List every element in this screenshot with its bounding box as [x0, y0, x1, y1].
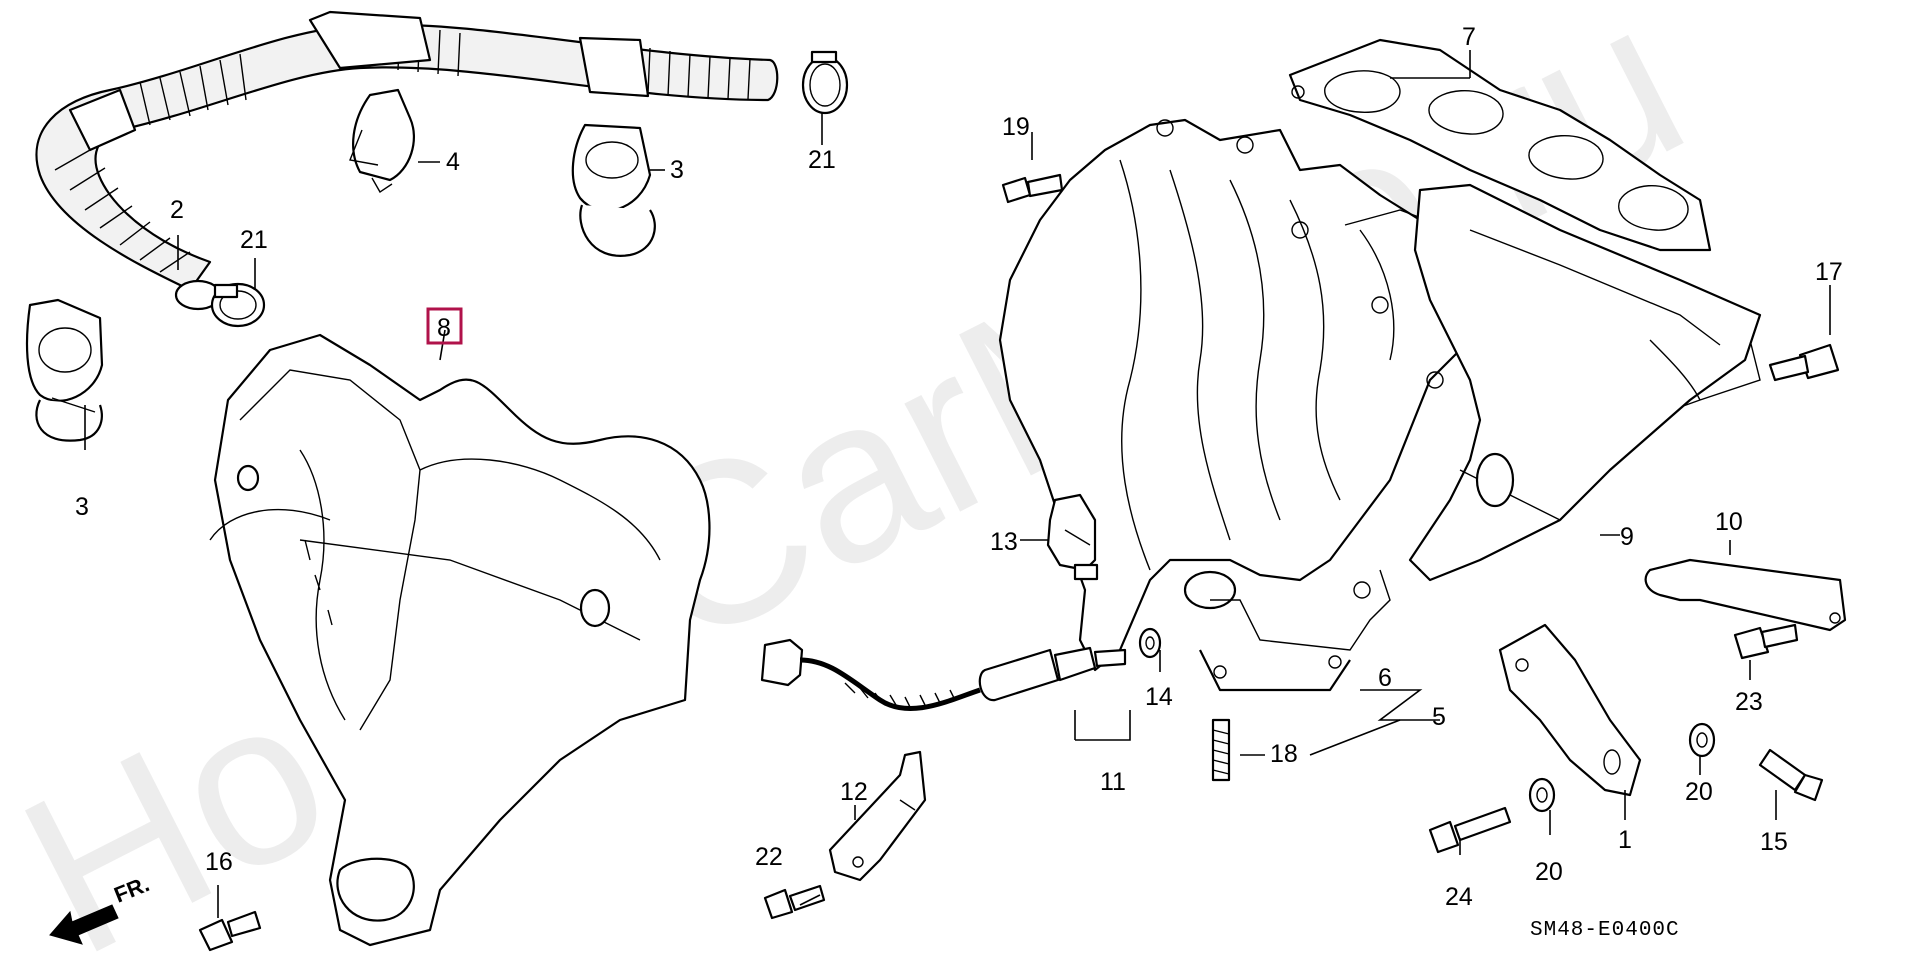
callout-3-upper[interactable]: 3	[670, 156, 684, 184]
hose-clamp-21-lower[interactable]	[210, 282, 266, 328]
oxygen-sensor[interactable]	[760, 638, 1127, 711]
callout-17[interactable]: 17	[1815, 258, 1843, 286]
callout-8[interactable]: 8	[437, 314, 451, 342]
leader-lines	[84, 50, 1831, 918]
bolt-16[interactable]	[198, 910, 262, 952]
callout-20-right[interactable]: 20	[1685, 778, 1713, 806]
callouts: 7 8 2 21 4 3 21 3 19 17 9 10 13 14 11 18…	[75, 23, 1843, 911]
bolt-22[interactable]	[763, 884, 826, 920]
callout-20-left[interactable]: 20	[1535, 858, 1563, 886]
washer-20-right[interactable]	[1688, 722, 1716, 758]
bolt-23[interactable]	[1733, 623, 1799, 660]
hose-clip-3-left[interactable]	[25, 298, 104, 442]
gasket-washer-14[interactable]	[1138, 627, 1162, 659]
bracket-13[interactable]	[1046, 493, 1099, 581]
callout-15[interactable]: 15	[1760, 828, 1788, 856]
hose-clip-4[interactable]	[349, 88, 415, 193]
exhaust-manifold-heat-shield[interactable]	[209, 333, 711, 947]
callout-3-left[interactable]: 3	[75, 493, 89, 521]
upper-heat-shield-9[interactable]	[1408, 183, 1762, 582]
callout-12[interactable]: 12	[840, 778, 868, 806]
callout-21-upper[interactable]: 21	[808, 146, 836, 174]
callout-2[interactable]: 2	[170, 196, 184, 224]
callout-8-highlight	[426, 307, 463, 345]
callout-24[interactable]: 24	[1445, 883, 1473, 911]
breather-hose[interactable]	[35, 10, 779, 311]
callout-10[interactable]: 10	[1715, 508, 1743, 536]
exhaust-manifold[interactable]	[998, 118, 1761, 692]
hose-clamp-21-upper[interactable]	[801, 50, 849, 115]
front-arrow-icon	[49, 904, 119, 945]
callout-6[interactable]: 6	[1378, 664, 1392, 692]
bolt-19[interactable]	[1001, 173, 1064, 204]
callout-4[interactable]: 4	[446, 148, 460, 176]
bracket-10[interactable]	[1644, 558, 1847, 632]
washer-20-left[interactable]	[1528, 777, 1556, 813]
callout-13[interactable]: 13	[990, 528, 1018, 556]
exhaust-manifold-gasket[interactable]	[1288, 38, 1712, 252]
callout-1[interactable]: 1	[1618, 826, 1632, 854]
callout-14[interactable]: 14	[1145, 683, 1173, 711]
callout-21-lower[interactable]: 21	[240, 226, 268, 254]
manifold-bracket-1[interactable]	[1498, 623, 1642, 797]
bracket-12[interactable]	[828, 750, 927, 882]
callout-9[interactable]: 9	[1620, 523, 1634, 551]
callout-23[interactable]: 23	[1735, 688, 1763, 716]
callout-18[interactable]: 18	[1270, 740, 1298, 768]
callout-19[interactable]: 19	[1002, 113, 1030, 141]
hose-clip-3-upper[interactable]	[571, 123, 656, 257]
bolt-15[interactable]	[1758, 748, 1824, 802]
callout-7[interactable]: 7	[1462, 23, 1476, 51]
bolt-17[interactable]	[1768, 343, 1840, 382]
callout-22[interactable]: 22	[755, 843, 783, 871]
callout-11[interactable]: 11	[1100, 768, 1126, 796]
bolt-24[interactable]	[1428, 806, 1512, 854]
stud-bolt-18[interactable]	[1211, 718, 1231, 782]
callout-5[interactable]: 5	[1432, 703, 1446, 731]
diagram-code: SM48-E0400C	[1530, 919, 1680, 942]
callout-16[interactable]: 16	[205, 848, 233, 876]
